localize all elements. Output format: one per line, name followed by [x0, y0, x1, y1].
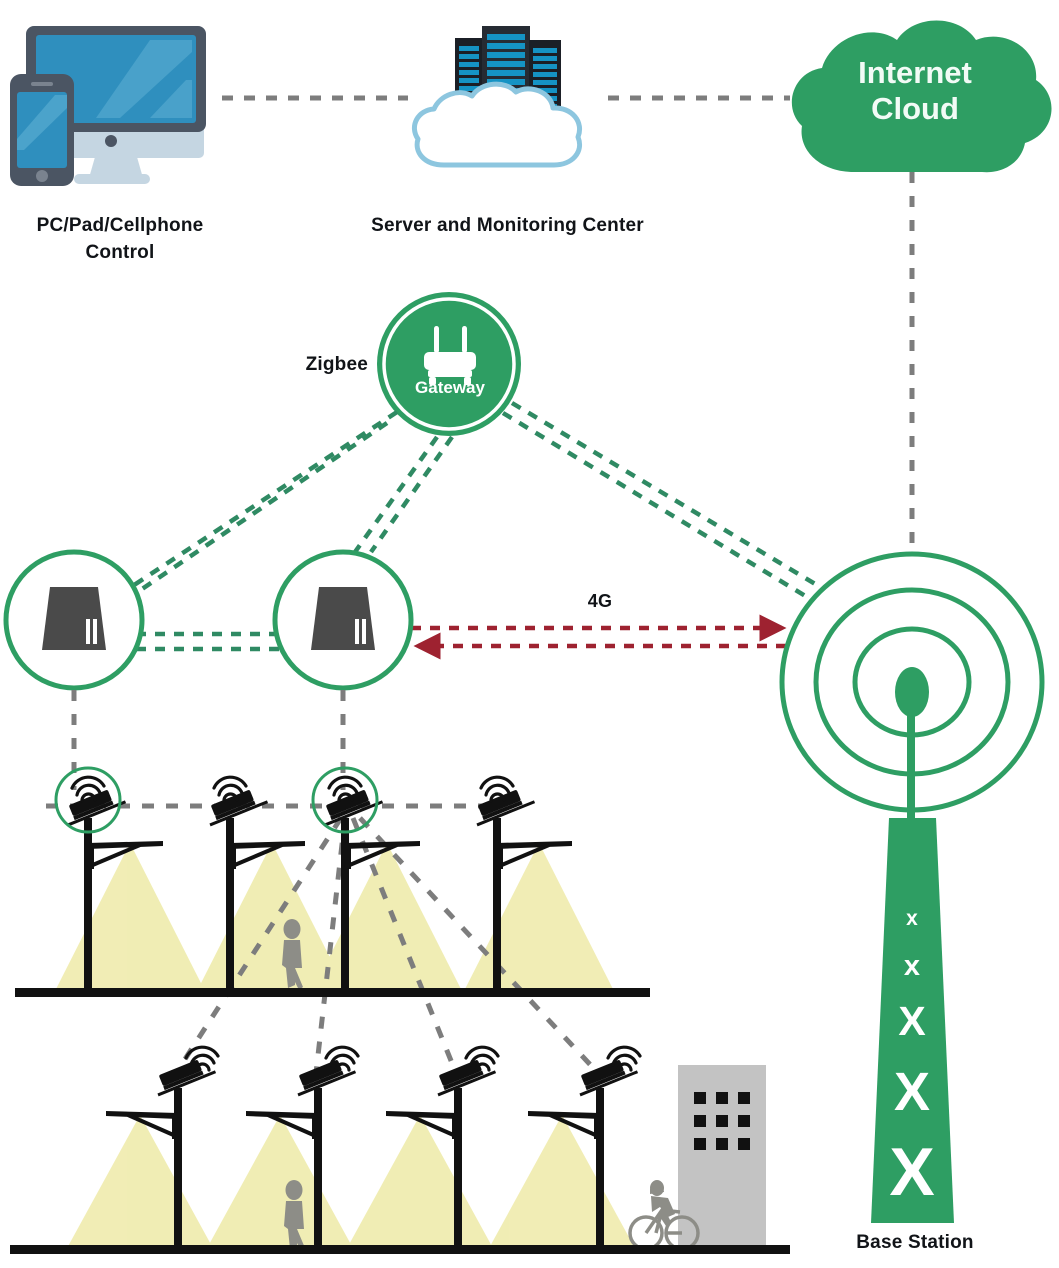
pedestrian-upper — [282, 919, 303, 990]
lighting-controller-icon — [42, 587, 106, 650]
hub-lamp-to-lower-links — [173, 816, 600, 1075]
controller-to-lamp-links — [71, 690, 346, 790]
street-lamp — [106, 1045, 220, 1250]
link-4g — [411, 614, 787, 660]
controller-left-node[interactable] — [3, 549, 145, 691]
lower-lamp-row — [106, 1045, 642, 1250]
base-station-node[interactable]: x x X X X — [779, 551, 1045, 1223]
building-icon — [678, 1065, 766, 1250]
street-lamp — [54, 766, 163, 993]
zigbee-mesh-links — [118, 401, 824, 652]
controller-mid-node[interactable] — [272, 549, 414, 691]
lower-light-cones — [66, 1115, 636, 1250]
tower-mast-marks: x x X X X — [889, 907, 934, 1210]
pc-control-label: PC/Pad/Cellphone Control — [36, 215, 204, 263]
server-rack-cloud-icon — [411, 26, 582, 168]
router-gateway-icon — [424, 326, 476, 385]
svg-text:X: X — [898, 998, 925, 1044]
svg-text:x: x — [904, 950, 920, 982]
ground-line-lower — [10, 1245, 790, 1254]
street-lamp — [311, 766, 420, 993]
ground-line-upper — [15, 988, 650, 997]
svg-text:X: X — [894, 1062, 930, 1122]
internet-cloud-shape — [791, 20, 1052, 173]
street-lamp — [528, 1045, 642, 1250]
lighting-controller-icon — [311, 587, 375, 650]
svg-text:X: X — [889, 1134, 934, 1210]
gateway-label: Gateway — [415, 378, 485, 397]
server-center-label: Server and Monitoring Center — [371, 215, 644, 236]
gateway-node[interactable] — [377, 292, 521, 436]
svg-text:x: x — [906, 907, 918, 930]
street-lamp — [246, 1045, 360, 1250]
link-4g-label: 4G — [587, 591, 613, 611]
street-lamp — [209, 775, 305, 993]
zigbee-label: Zigbee — [305, 354, 368, 375]
internet-cloud-label: Internet Cloud — [858, 55, 972, 126]
street-lamp — [386, 1045, 500, 1250]
upper-lamp-row — [54, 766, 572, 993]
monitor-and-phone-icon — [10, 26, 206, 186]
base-station-label: Base Station — [856, 1232, 974, 1253]
street-lamp — [476, 775, 572, 993]
